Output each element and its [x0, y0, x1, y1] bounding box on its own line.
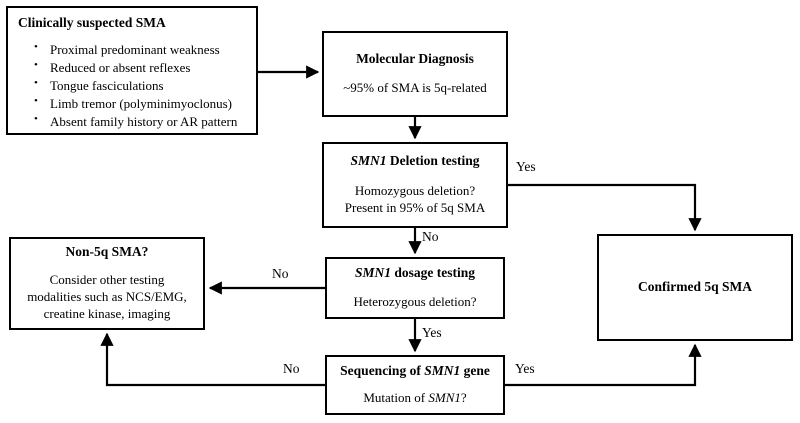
node-title: Confirmed 5q SMA — [638, 279, 752, 295]
edge-label-deletion-no: No — [422, 229, 439, 244]
list-item: Proximal predominant weakness — [34, 40, 248, 59]
node-title: SMN1 Deletion testing — [351, 153, 480, 170]
node-clinically-suspected-sma: Clinically suspected SMA Proximal predom… — [6, 6, 258, 135]
gene-name: SMN1 — [354, 265, 391, 281]
node-title: SMN1 dosage testing — [355, 265, 475, 282]
node-non-5q-sma: Non-5q SMA? Consider other testing modal… — [9, 237, 205, 330]
node-title-rest: dosage testing — [391, 265, 475, 281]
node-smn1-deletion-testing: SMN1 Deletion testing Homozygous deletio… — [322, 142, 508, 228]
edge-label-deletion-yes: Yes — [516, 159, 536, 174]
edge-label-sequencing-no: No — [283, 361, 300, 376]
node-sequencing-of-smn1-gene: Sequencing of SMN1 gene Mutation of SMN1… — [325, 355, 505, 415]
node-subtext-post: ? — [460, 390, 467, 406]
node-subtext: Mutation of SMN1? — [363, 390, 466, 407]
edge-label-dosage-yes: Yes — [422, 325, 442, 340]
node-title: Sequencing of SMN1 gene — [340, 363, 490, 380]
gene-name: SMN1 — [350, 153, 387, 169]
node-subtext-line1: Homozygous deletion? — [354, 183, 476, 199]
node-subtext-pre: Mutation of — [363, 390, 429, 406]
edge-label-dosage-no: No — [272, 266, 289, 281]
node-title-rest: Deletion testing — [386, 153, 480, 169]
node-title: Clinically suspected SMA — [18, 15, 166, 30]
node-subtext-line1: Consider other testing — [49, 272, 165, 288]
edge-label-sequencing-yes: Yes — [515, 361, 535, 376]
node-subtext-line3: creatine kinase, imaging — [43, 305, 171, 321]
node-confirmed-5q-sma: Confirmed 5q SMA — [597, 234, 793, 341]
node-smn1-dosage-testing: SMN1 dosage testing Heterozygous deletio… — [325, 257, 505, 319]
clinical-feature-list: Proximal predominant weakness Reduced or… — [18, 40, 248, 131]
node-subtext: ~95% of SMA is 5q-related — [343, 80, 487, 96]
gene-name: SMN1 — [424, 362, 461, 378]
list-item: Absent family history or AR pattern — [34, 112, 248, 131]
list-item: Tongue fasciculations — [34, 76, 248, 95]
edge-sequencing-no-to-non5q — [100, 332, 325, 387]
node-title-pre: Sequencing of — [340, 362, 425, 378]
node-title: Molecular Diagnosis — [356, 50, 474, 66]
node-title-post: gene — [460, 362, 490, 378]
node-subtext-line2: modalities such as NCS/EMG, — [27, 288, 187, 304]
node-molecular-diagnosis: Molecular Diagnosis ~95% of SMA is 5q-re… — [322, 31, 508, 117]
list-item: Limb tremor (polyminimyoclonus) — [34, 94, 248, 113]
edge-deletion-yes-to-confirmed — [508, 183, 702, 232]
list-item: Reduced or absent reflexes — [34, 58, 248, 77]
node-subtext: Heterozygous deletion? — [353, 293, 477, 309]
node-title: Non-5q SMA? — [65, 244, 149, 260]
gene-name: SMN1 — [428, 390, 461, 406]
node-subtext-line2: Present in 95% of 5q SMA — [344, 199, 486, 215]
